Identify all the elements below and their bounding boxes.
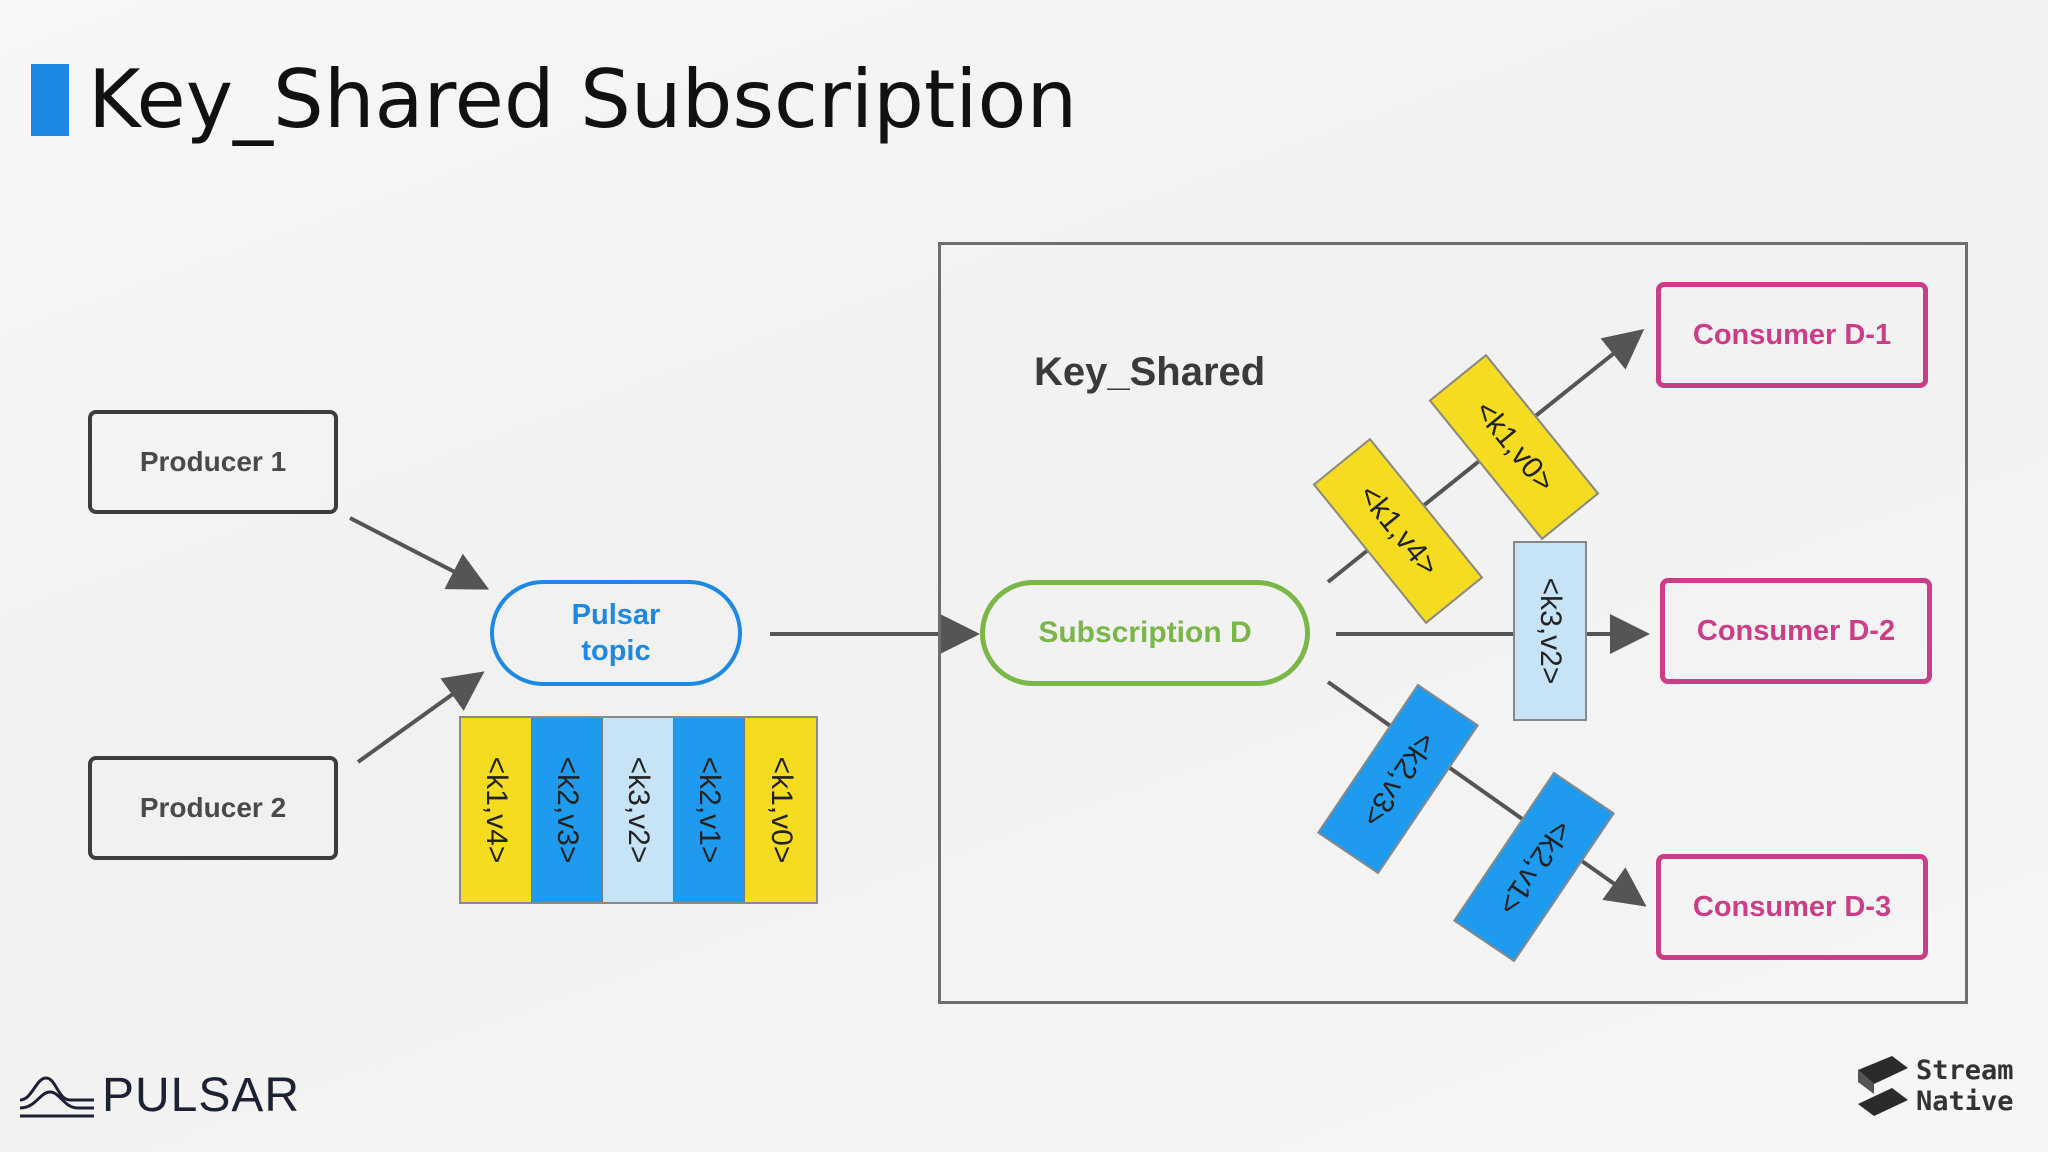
streamnative-mark-icon — [1858, 1056, 1908, 1116]
key-shared-label: Key_Shared — [1034, 350, 1266, 394]
producer-1-box: Producer 1 — [88, 410, 338, 514]
producer-2-box: Producer 2 — [88, 756, 338, 860]
streamnative-logo: Stream Native — [1852, 1054, 2014, 1118]
queue-cell: <k1,v0> — [745, 718, 816, 902]
title-accent-bar — [31, 64, 69, 136]
queue-cell: <k3,v2> — [603, 718, 674, 902]
queue-cell-label: <k1,v0> — [764, 756, 798, 864]
queue-cell-label: <k2,v3> — [551, 756, 584, 864]
queue-cell-label: <k2,v1> — [693, 756, 726, 864]
queue-cell: <k2,v3> — [532, 718, 603, 902]
streamnative-wordmark: Stream Native — [1916, 1055, 2014, 1117]
pulsar-logo: PULSAR — [18, 1068, 300, 1123]
consumer-d1-box: Consumer D-1 — [1656, 282, 1928, 388]
key-shared-frame — [938, 242, 1968, 1004]
arrow-to-consumer-d3 — [1326, 680, 1647, 907]
arrow-producer2-to-topic — [356, 671, 485, 764]
streamnative-line2: Native — [1916, 1086, 2014, 1117]
queue-cell: <k2,v1> — [674, 718, 745, 902]
pulsar-topic-node: Pulsar topic — [490, 580, 742, 686]
pulsar-wave-icon — [19, 1075, 94, 1117]
consumer-d2-box: Consumer D-2 — [1660, 578, 1932, 684]
streamnative-line1: Stream — [1916, 1054, 2014, 1086]
topic-message-queue: <k1,v4> <k2,v3> <k3,v2> <k2,v1> <k1,v0> — [459, 716, 818, 904]
pulsar-wordmark: PULSAR — [102, 1069, 301, 1122]
queue-cell-label: <k3,v2> — [622, 756, 655, 864]
queue-cell: <k1,v4> — [461, 718, 532, 902]
topic-label-line1: Pulsar — [571, 598, 661, 631]
message-k3-v2: <k3,v2> — [1513, 541, 1587, 721]
queue-cell-label: <k1,v4> — [480, 756, 513, 864]
arrow-producer1-to-topic — [349, 516, 490, 590]
topic-label-line2: topic — [581, 635, 651, 667]
consumer-d3-box: Consumer D-3 — [1656, 854, 1928, 960]
subscription-d-node: Subscription D — [980, 580, 1310, 686]
page-title: Key_Shared Subscription — [88, 53, 1078, 146]
